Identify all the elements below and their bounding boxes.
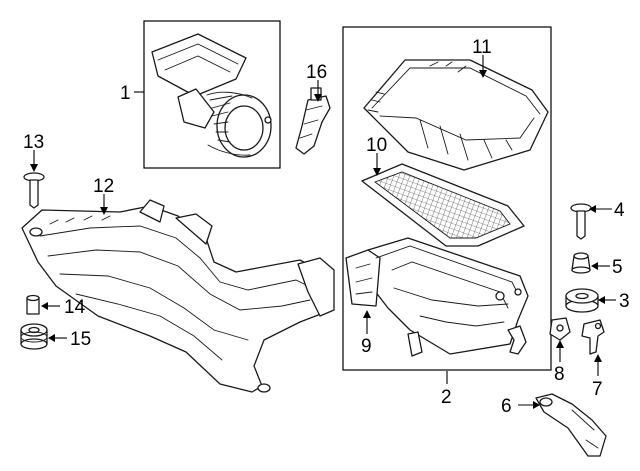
air-cleaner-lower-housing[interactable]	[345, 237, 529, 357]
callout-4: 4	[614, 200, 625, 221]
clip-8[interactable]	[549, 317, 571, 341]
callout-1: 1	[120, 83, 131, 104]
callout-14: 14	[64, 297, 86, 318]
callout-5: 5	[612, 257, 623, 278]
callout-12: 12	[93, 176, 114, 197]
air-cleaner-assembly-frame	[342, 26, 552, 371]
mass-air-flow-housing[interactable]	[151, 33, 272, 158]
air-filter-element[interactable]	[361, 163, 525, 247]
callout-16: 16	[306, 62, 327, 83]
air-cleaner-upper-cover[interactable]	[363, 59, 549, 171]
callout-13: 13	[23, 132, 44, 153]
callout-10: 10	[366, 135, 387, 156]
callout-6: 6	[501, 396, 512, 417]
sleeve-14[interactable]	[26, 294, 40, 315]
callout-3: 3	[619, 291, 630, 312]
bracket-6[interactable]	[535, 393, 607, 457]
callout-2: 2	[441, 387, 452, 408]
grommet-15[interactable]	[20, 323, 48, 350]
bolt-13[interactable]	[23, 172, 45, 209]
bushing-5[interactable]	[571, 252, 591, 274]
grommet-3[interactable]	[565, 288, 599, 313]
callout-7: 7	[592, 379, 603, 400]
callout-9: 9	[361, 336, 372, 357]
mass-air-flow-box-frame	[143, 20, 281, 169]
bracket-7[interactable]	[581, 319, 605, 355]
air-intake-duct[interactable]	[21, 199, 335, 393]
bolt-4[interactable]	[570, 203, 592, 240]
callout-15: 15	[70, 329, 91, 350]
callout-11: 11	[472, 37, 492, 58]
leader-lines	[30, 55, 616, 409]
air-flow-sensor[interactable]	[295, 87, 331, 155]
callout-8: 8	[554, 364, 565, 385]
